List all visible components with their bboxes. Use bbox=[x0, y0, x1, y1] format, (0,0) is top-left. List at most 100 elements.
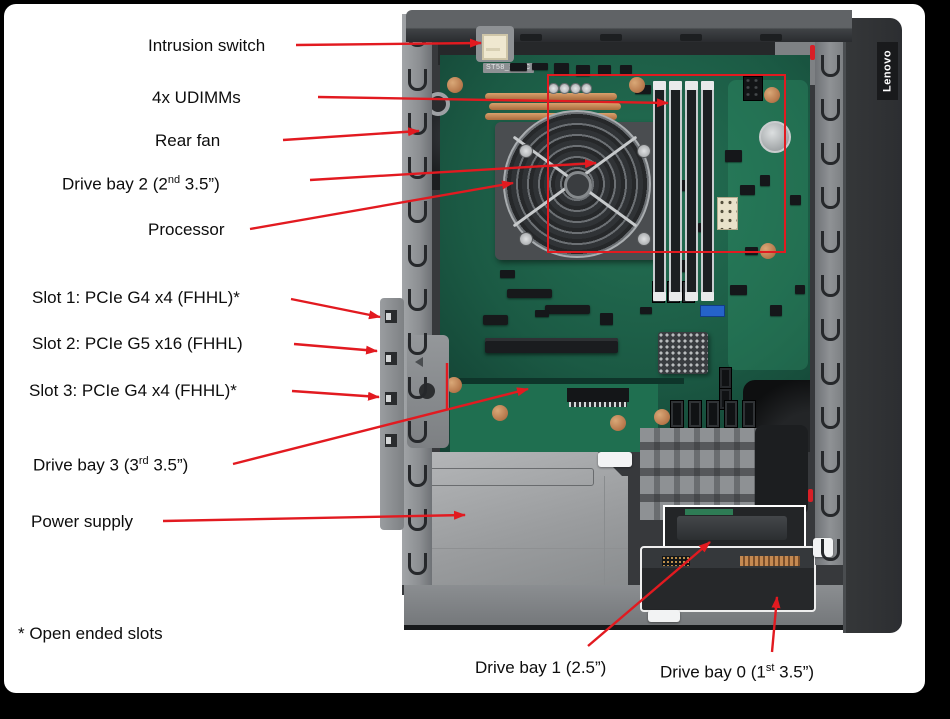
dimm-latch bbox=[685, 81, 698, 90]
power-supply-unit bbox=[408, 452, 628, 585]
dimm-latch bbox=[653, 292, 666, 301]
vent-cutout bbox=[821, 539, 840, 561]
copper-pad bbox=[654, 409, 670, 425]
vent-cutout bbox=[821, 319, 840, 341]
vent-cutout bbox=[821, 495, 840, 517]
front-rail bbox=[815, 20, 845, 565]
usb3-header bbox=[700, 305, 725, 317]
vent-cutout bbox=[408, 157, 427, 179]
vent-cutout bbox=[821, 275, 840, 297]
red-release-clip bbox=[810, 45, 815, 60]
white-tab bbox=[648, 610, 680, 622]
dimm-slot bbox=[701, 81, 714, 301]
computer-internal-photo: ST58_SKUC bbox=[378, 10, 905, 633]
psu-seam bbox=[422, 468, 594, 486]
dimm-latch bbox=[653, 81, 666, 90]
board-label: ST58_SKUC bbox=[483, 63, 534, 73]
sata-port bbox=[706, 400, 720, 428]
vent-cutout bbox=[821, 55, 840, 77]
arrow-slot-3 bbox=[291, 389, 380, 401]
heatpipe bbox=[485, 93, 617, 100]
vent-cutout bbox=[408, 69, 427, 91]
label-drive-bay-3-text: 3.5”) bbox=[148, 455, 189, 475]
intrusion-switch bbox=[476, 26, 514, 62]
arrow-slot-2 bbox=[293, 342, 378, 355]
label-processor: Processor bbox=[148, 220, 225, 239]
label-drive-bay-0: Drive bay 0 (1st 3.5”) bbox=[660, 658, 814, 683]
grill-screw bbox=[637, 144, 651, 158]
slot-opening bbox=[385, 352, 397, 365]
capacitor bbox=[559, 83, 570, 94]
label-rear-fan: Rear fan bbox=[155, 131, 221, 150]
stamped-arrow bbox=[415, 357, 423, 367]
copper-pad bbox=[610, 415, 626, 431]
label-drive-bay-2: Drive bay 2 (2nd 3.5”) bbox=[62, 170, 220, 195]
ic-chip bbox=[795, 285, 805, 294]
label-footnote: * Open ended slots bbox=[18, 624, 163, 643]
top-vent-tab bbox=[600, 34, 622, 41]
vent-cutout bbox=[408, 245, 427, 267]
dimm-slot bbox=[685, 81, 698, 301]
vent-cutout bbox=[408, 465, 427, 487]
front-panel-header bbox=[717, 197, 738, 230]
vent-cutout bbox=[408, 113, 427, 135]
case-top-edge bbox=[406, 10, 852, 42]
expansion-slot-bracket bbox=[380, 298, 404, 530]
chipset-heatsink bbox=[658, 332, 708, 374]
dimm-latch bbox=[685, 292, 698, 301]
pcie-slot-2-x16 bbox=[485, 338, 618, 353]
psu-seam-line bbox=[604, 476, 605, 585]
ic-chip bbox=[598, 65, 611, 75]
vent-cutout bbox=[821, 363, 840, 385]
grill-screw bbox=[637, 232, 651, 246]
pcie-slot-1 bbox=[507, 289, 552, 298]
psu-seam-line bbox=[408, 548, 628, 549]
ic-chip bbox=[640, 307, 652, 314]
dimm-slot bbox=[669, 81, 682, 301]
label-udimms: 4x UDIMMs bbox=[152, 88, 241, 107]
drive-bay-1-tray bbox=[663, 505, 806, 550]
riser-connector bbox=[567, 388, 629, 402]
vent-cutout bbox=[408, 333, 427, 355]
copper-pad bbox=[492, 405, 508, 421]
label-drive-bay-1: Drive bay 1 (2.5”) bbox=[475, 658, 607, 677]
label-power-supply: Power supply bbox=[31, 512, 134, 531]
sata-port bbox=[670, 400, 684, 428]
copper-pad bbox=[629, 77, 645, 93]
drive-bay3-riser bbox=[450, 384, 658, 452]
vent-cutout bbox=[408, 201, 427, 223]
ic-chip bbox=[554, 63, 569, 75]
label-drive-bay-0-text: 3.5”) bbox=[774, 662, 815, 682]
drive-bay-0-tray bbox=[640, 546, 816, 612]
label-drive-bay-3: Drive bay 3 (3rd 3.5”) bbox=[33, 451, 188, 476]
capacitor bbox=[581, 83, 592, 94]
capacitor bbox=[548, 83, 559, 94]
sata-port bbox=[724, 400, 738, 428]
vent-cutout bbox=[408, 289, 427, 311]
ic-chip bbox=[790, 195, 801, 205]
label-slot-2: Slot 2: PCIe G5 x16 (FHHL) bbox=[32, 334, 243, 353]
figure-page: ST58_SKUC bbox=[4, 4, 925, 693]
vent-cutout bbox=[408, 553, 427, 575]
sata-port bbox=[688, 400, 702, 428]
dimm-latch bbox=[669, 81, 682, 90]
label-drive-bay-2-text: Drive bay 2 (2 bbox=[62, 174, 168, 194]
vent-cutout bbox=[821, 99, 840, 121]
top-vent-tab bbox=[680, 34, 702, 41]
ic-chip bbox=[770, 305, 782, 316]
intrusion-switch-pad bbox=[482, 34, 508, 60]
power-connector-8pin bbox=[743, 76, 763, 101]
vent-cutout bbox=[821, 407, 840, 429]
label-drive-bay-0-text: Drive bay 0 (1 bbox=[660, 662, 766, 682]
vent-cutout bbox=[821, 451, 840, 473]
vent-cutout bbox=[821, 231, 840, 253]
ic-chip bbox=[620, 65, 632, 74]
slot-opening bbox=[385, 392, 397, 405]
dimm-latch bbox=[701, 81, 714, 90]
front-panel: Lenovo bbox=[843, 18, 902, 633]
vent-cutout bbox=[408, 509, 427, 531]
cmos-battery bbox=[759, 121, 791, 153]
vent-cutout bbox=[408, 421, 427, 443]
white-tab bbox=[598, 452, 632, 467]
sata-port bbox=[719, 367, 732, 389]
